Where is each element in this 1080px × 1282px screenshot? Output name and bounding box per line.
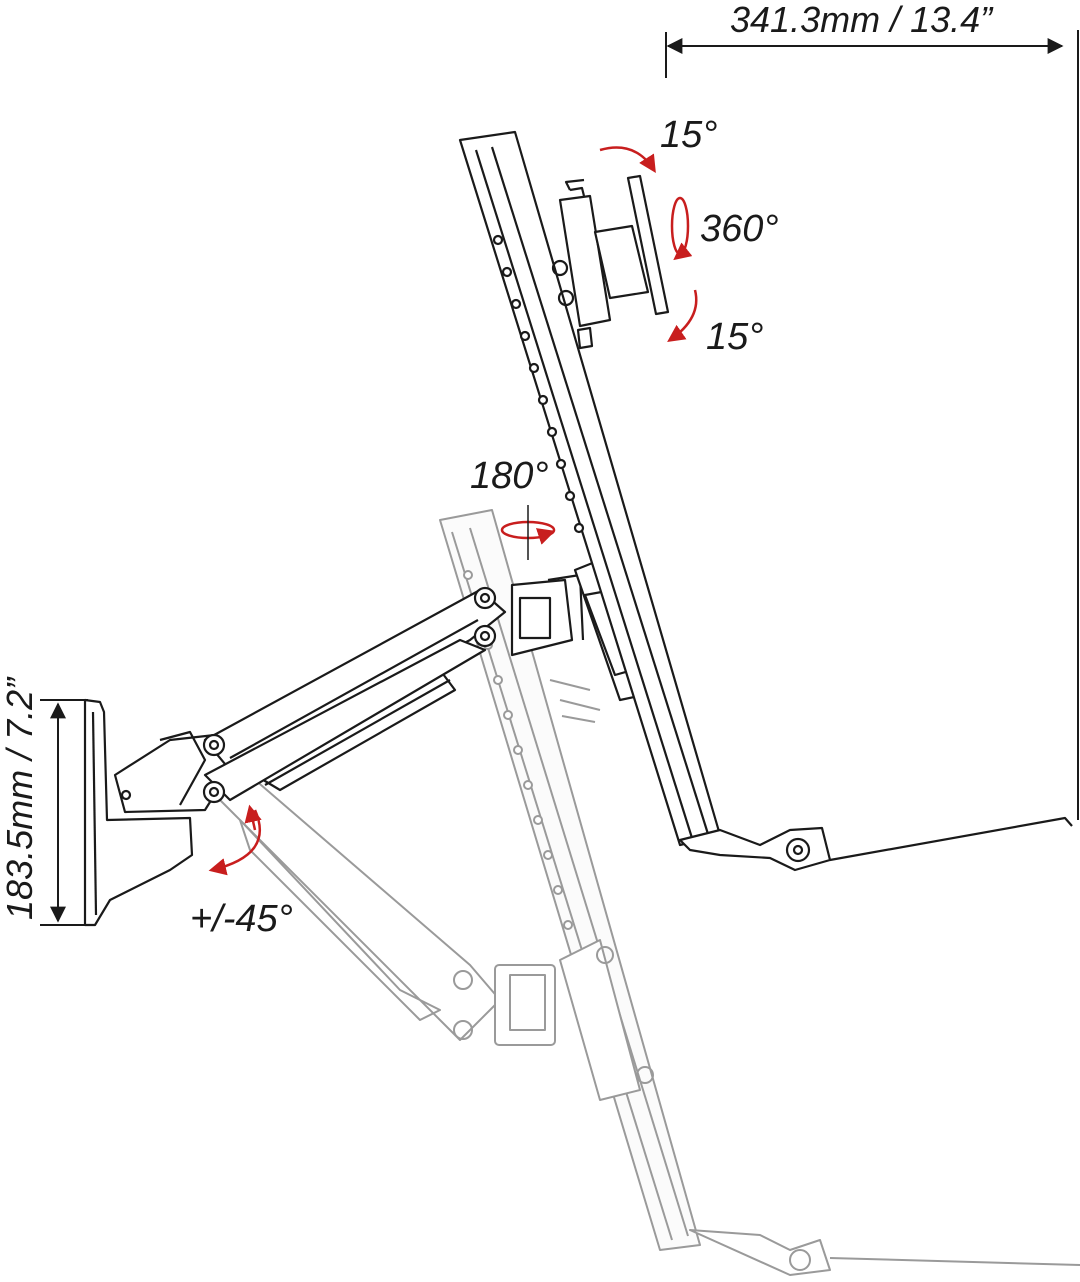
arm-swing-arrow-icon [208,804,262,876]
swivel-arrow-icon [500,505,556,560]
width-dimension-line [665,30,1079,820]
tilt-down-angle-label: 15° [706,316,764,358]
swivel-angle-label: 180° [470,455,549,497]
rotate-arrow-icon [670,196,693,261]
raised-position-arm [83,130,1073,927]
rotation-angle-label: 360° [700,208,779,250]
arm-swing-angle-label: +/-45° [190,898,293,940]
tilt-up-arrow-icon [599,146,656,173]
tilt-down-arrow-icon [667,289,698,342]
height-dimension-label: 183.5mm / 7.2” [0,677,40,920]
height-dimension-line [40,699,88,926]
tilt-up-angle-label: 15° [660,114,718,156]
width-dimension-label: 341.3mm / 13.4” [730,0,993,40]
